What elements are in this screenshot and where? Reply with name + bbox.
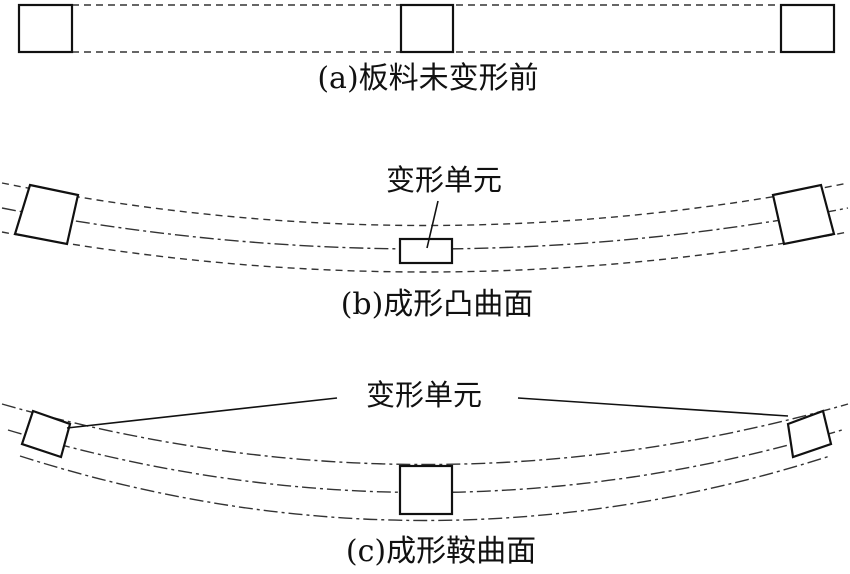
panel-c-left-leader (66, 397, 338, 429)
caption-c: (c)成形鞍曲面 (345, 534, 537, 569)
panel-a-right-element (779, 3, 836, 54)
panel-a-center-element (399, 3, 455, 54)
caption-b: (b)成形凸曲面 (340, 287, 534, 322)
panel-b-convex-surface (1, 182, 849, 273)
panel-c-upper-curve (1, 403, 849, 466)
caption-a: (a)板料未变形前 (317, 61, 539, 96)
deformation-unit-label-c: 变形单元 (359, 381, 489, 410)
panel-b-left-element (13, 183, 80, 246)
panel-b-center-element (398, 237, 454, 265)
panel-b-right-element (771, 183, 836, 246)
panel-b-bottom-curve (1, 231, 849, 273)
panel-c-saddle-surface (1, 397, 849, 522)
panel-a-flat-sheet (17, 3, 836, 54)
panel-b-top-curve (1, 182, 849, 227)
panel-c-right-element (786, 409, 833, 459)
panel-c-lower-curve (19, 455, 831, 522)
panel-b-label-leader (426, 200, 439, 249)
panel-c-right-leader (517, 397, 789, 417)
panel-a-left-element (17, 3, 74, 54)
panel-c-left-element (20, 409, 72, 459)
deformation-unit-label-b: 变形单元 (379, 166, 509, 195)
panel-c-center-element (398, 464, 454, 516)
